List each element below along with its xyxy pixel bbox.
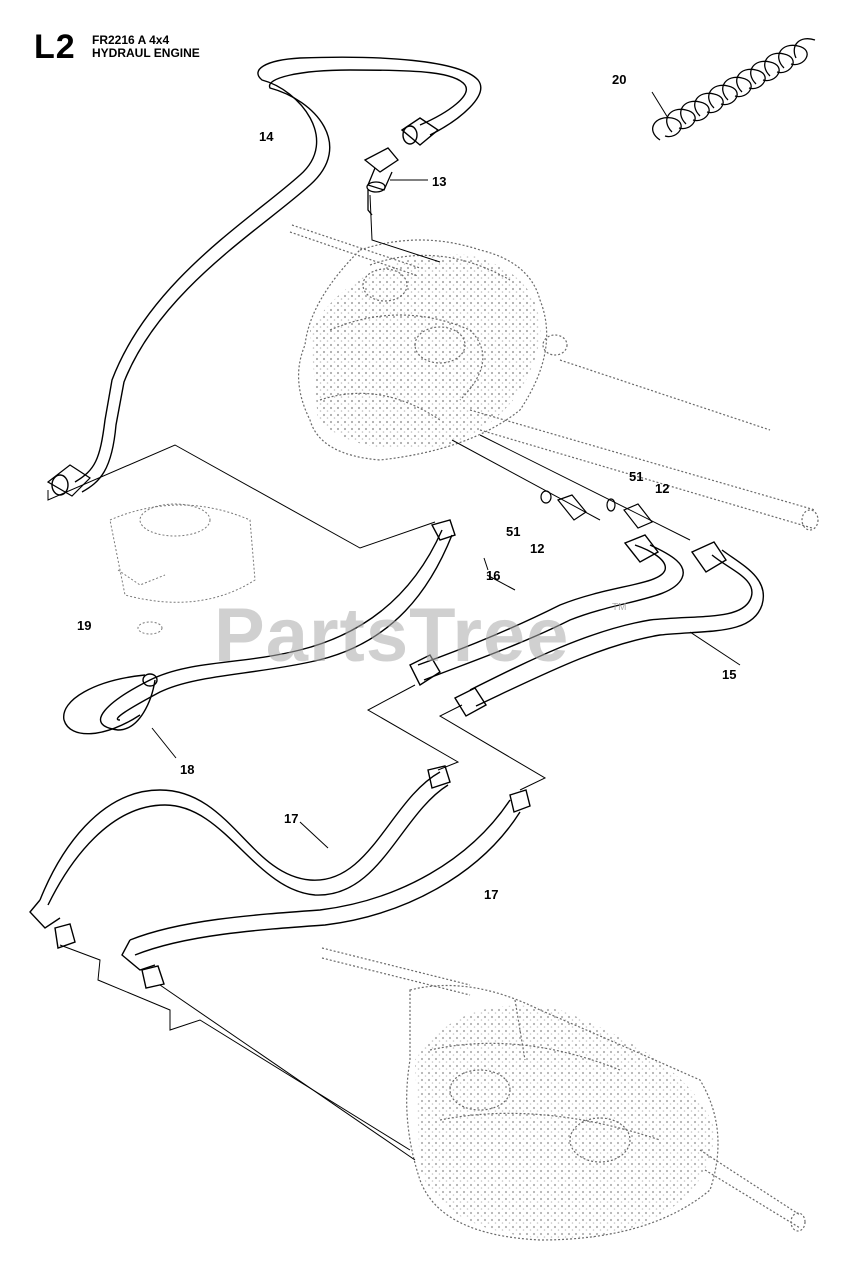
diagram-title: HYDRAUL ENGINE	[92, 46, 200, 60]
watermark-tm: TM	[612, 602, 627, 613]
callout-17-upper: 17	[284, 811, 299, 826]
assembly-leader-lines	[47, 444, 547, 1161]
hose-part-18	[63, 519, 456, 759]
hose-part-16	[409, 534, 684, 687]
callout-19: 19	[77, 618, 92, 633]
callout-12-right: 12	[655, 481, 670, 496]
watermark-logo: PartsTree	[214, 593, 570, 678]
section-code: L2	[34, 28, 76, 66]
callout-51-right: 51	[629, 469, 644, 484]
hoses-part-17	[29, 765, 531, 989]
callout-12-left: 12	[530, 541, 545, 556]
model-label: FR2216 A 4x4	[92, 33, 170, 47]
lower-transmission-texture	[415, 1005, 715, 1240]
callout-13: 13	[432, 174, 447, 189]
hose-part-15	[454, 541, 765, 717]
callout-15: 15	[722, 667, 737, 682]
callout-14: 14	[259, 129, 274, 144]
fittings-51-12	[451, 434, 691, 571]
upper-transmission-texture	[310, 254, 541, 450]
elbow-fitting-part-13	[363, 147, 441, 263]
callout-16: 16	[486, 568, 501, 583]
valve-block-ghost	[109, 503, 256, 635]
callout-20: 20	[612, 72, 627, 87]
callout-18: 18	[180, 762, 195, 777]
callout-51-left: 51	[506, 524, 521, 539]
callout-17-lower: 17	[484, 887, 499, 902]
spring-part-20	[651, 38, 816, 141]
pipe-part-14	[46, 56, 482, 497]
